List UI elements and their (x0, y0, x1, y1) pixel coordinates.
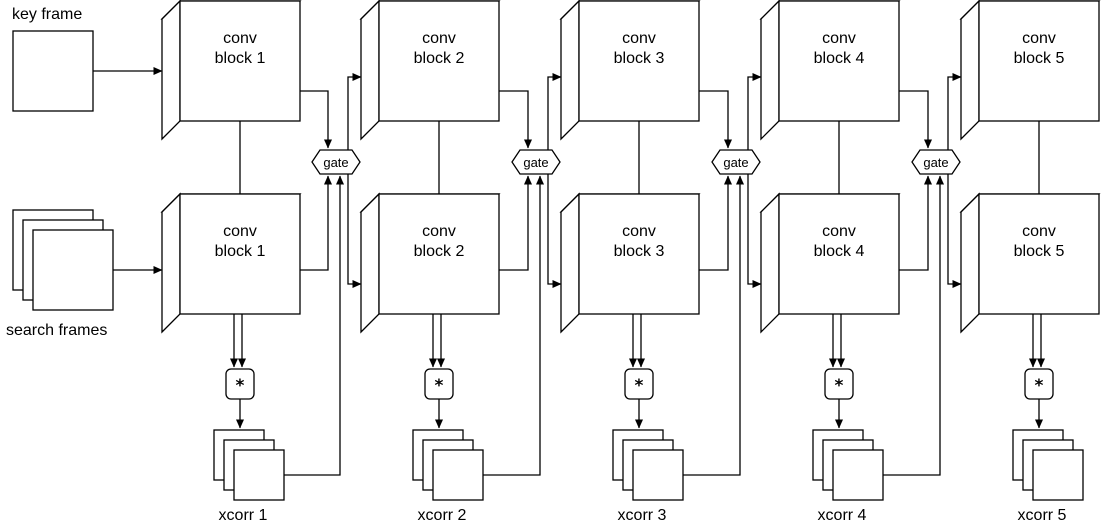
block-label: block 2 (414, 243, 465, 260)
search-frames-stack (12, 209, 114, 311)
xcorr-map-stack (412, 429, 484, 501)
stage-4: conv block 4 conv block 4 * xcorr 4 gate (759, 0, 962, 523)
block-label: block 5 (1014, 243, 1065, 260)
gate-to-top-arrow (947, 73, 962, 150)
xcorr-to-gate-arrow (883, 175, 944, 476)
bottom-to-gate-arrow (899, 175, 932, 271)
conv-block-bottom-3 (559, 192, 701, 334)
xcorr-label: xcorr 4 (818, 507, 867, 523)
conv-label: conv (422, 30, 456, 47)
gate-label: gate (523, 155, 548, 170)
conv-label: conv (822, 30, 856, 47)
top-to-gate-arrow (699, 90, 732, 149)
xcorr-op-symbol: * (1035, 376, 1044, 396)
stage-2: conv block 2 conv block 2 * xcorr 2 gate (359, 0, 562, 523)
block-label: block 1 (215, 50, 266, 67)
top-to-gate-arrow (499, 90, 532, 149)
xcorr-to-gate-arrow (284, 175, 344, 476)
gate-node (911, 149, 961, 175)
gate-node (311, 149, 361, 175)
conv-block-bottom-2 (359, 192, 501, 334)
conv-label: conv (622, 223, 656, 240)
conv-block-bottom-5 (959, 192, 1101, 334)
conv-block-bottom-1 (160, 192, 302, 334)
conv-label: conv (822, 223, 856, 240)
key-frame-label: key frame (12, 6, 82, 23)
xcorr-to-gate-arrow (683, 175, 744, 476)
top-to-gate-arrow (300, 90, 332, 149)
xcorr-label: xcorr 5 (1018, 507, 1067, 523)
conv-block-top-3 (559, 0, 701, 141)
gate-label: gate (723, 155, 748, 170)
xcorr-map-stack (612, 429, 684, 501)
conv-label: conv (422, 223, 456, 240)
xcorr-op-symbol: * (435, 376, 444, 396)
xcorr-label: xcorr 1 (219, 507, 268, 523)
block-label: block 1 (215, 243, 266, 260)
bottom-to-gate-arrow (300, 175, 332, 271)
block-label: block 2 (414, 50, 465, 67)
gate-node (711, 149, 761, 175)
conv-label: conv (1022, 30, 1056, 47)
gate-to-bottom-arrow (347, 174, 362, 288)
block-label: block 4 (814, 243, 865, 260)
xcorr-label: xcorr 2 (418, 507, 467, 523)
bottom-to-gate-arrow (699, 175, 732, 271)
block-label: block 5 (1014, 50, 1065, 67)
bottom-to-gate-arrow (499, 175, 532, 271)
conv-label: conv (622, 30, 656, 47)
conv-label: conv (1022, 223, 1056, 240)
xcorr-map-stack (1012, 429, 1084, 501)
xcorr-map-stack (213, 429, 285, 501)
gate-to-top-arrow (347, 73, 362, 150)
search-frames-label: search frames (6, 322, 107, 339)
xcorr-label: xcorr 3 (618, 507, 667, 523)
conv-block-top-4 (759, 0, 901, 141)
gate-to-bottom-arrow (947, 174, 962, 288)
conv-block-top-5 (959, 0, 1101, 141)
conv-block-top-2 (359, 0, 501, 141)
conv-block-top-1 (160, 0, 302, 141)
gate-label: gate (923, 155, 948, 170)
gate-node (511, 149, 561, 175)
xcorr-to-gate-arrow (483, 175, 544, 476)
stage-3: conv block 3 conv block 3 * xcorr 3 gate (559, 0, 762, 523)
stage-1: conv block 1 conv block 1 * xcorr 1 gate (160, 0, 362, 523)
xcorr-op-symbol: * (236, 376, 245, 396)
conv-block-bottom-4 (759, 192, 901, 334)
block-label: block 4 (814, 50, 865, 67)
xcorr-op-symbol: * (635, 376, 644, 396)
xcorr-op-symbol: * (835, 376, 844, 396)
gate-to-bottom-arrow (547, 174, 562, 288)
stage-5: conv block 5 conv block 5 * xcorr 5 (959, 0, 1101, 523)
key-frame-box (12, 30, 94, 112)
conv-label: conv (223, 30, 257, 47)
conv-label: conv (223, 223, 257, 240)
gate-label: gate (323, 155, 348, 170)
xcorr-map-stack (812, 429, 884, 501)
top-to-gate-arrow (899, 90, 932, 149)
block-label: block 3 (614, 243, 665, 260)
gate-to-top-arrow (747, 73, 762, 150)
gate-to-bottom-arrow (747, 174, 762, 288)
block-label: block 3 (614, 50, 665, 67)
gate-to-top-arrow (547, 73, 562, 150)
